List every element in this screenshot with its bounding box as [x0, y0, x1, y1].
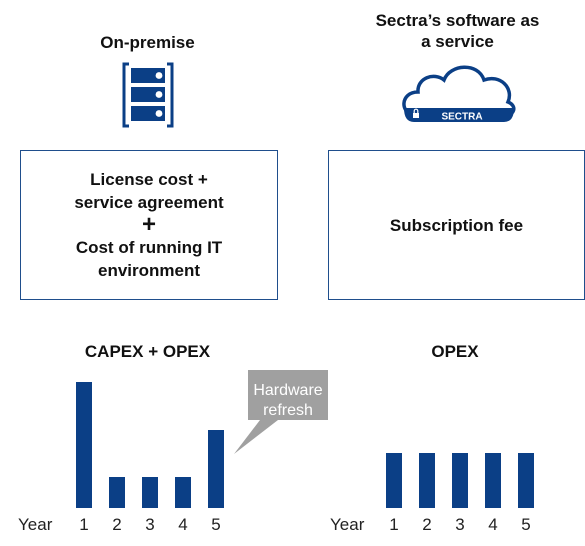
bar-year-3	[142, 476, 158, 508]
bar-year-2	[419, 452, 435, 508]
saas-title-line2: a service	[421, 32, 494, 51]
x-axis-label: Year	[18, 515, 53, 534]
running-it-cost-text: Cost of running IT	[75, 238, 223, 257]
x-axis-label: Year	[330, 515, 365, 534]
callout-line2: refresh	[263, 402, 313, 419]
hardware-refresh-text: Hardware refresh	[248, 381, 328, 421]
tick-label-year-1: 1	[79, 515, 89, 534]
tick-label-year-4: 4	[488, 515, 498, 534]
bar-year-1	[386, 452, 402, 508]
tick-label-year-4: 4	[178, 515, 188, 534]
callout-line1: Hardware	[253, 382, 323, 399]
server-rack-icon	[122, 62, 174, 128]
service-agreement-text: service agreement	[74, 193, 224, 212]
bar-year-3	[452, 452, 468, 508]
bar-year-5	[518, 452, 534, 508]
bar-year-1	[76, 382, 92, 508]
bar-year-2	[109, 476, 125, 508]
saas-title-line1: Sectra’s software as	[375, 11, 540, 30]
chart-left-title: CAPEX + OPEX	[84, 342, 211, 361]
plus-sign: +	[141, 211, 156, 238]
tick-label-year-3: 3	[455, 515, 465, 534]
cloud-icon: SECTRA	[402, 65, 516, 123]
tick-label-year-5: 5	[521, 515, 531, 534]
bar-year-4	[485, 452, 501, 508]
chart-right-title: OPEX	[431, 342, 479, 361]
sectra-logo-text: SECTRA	[441, 112, 482, 123]
saas-title: Sectra’s software as a service	[330, 10, 585, 52]
tick-label-year-5: 5	[211, 515, 221, 534]
on-premise-title: On-premise	[100, 33, 195, 52]
tick-label-year-1: 1	[389, 515, 399, 534]
bar-year-4	[175, 476, 191, 508]
license-cost-text: License cost +	[90, 170, 208, 189]
subscription-box: Subscription fee	[328, 150, 585, 300]
hardware-refresh-callout	[234, 370, 328, 454]
on-premise-cost-box: License cost + service agreement + Cost …	[20, 150, 278, 300]
subscription-fee-text: Subscription fee	[389, 215, 524, 235]
tick-label-year-3: 3	[145, 515, 155, 534]
tick-label-year-2: 2	[112, 515, 122, 534]
environment-text: environment	[97, 261, 201, 280]
bar-year-5	[208, 429, 224, 508]
tick-label-year-2: 2	[422, 515, 432, 534]
